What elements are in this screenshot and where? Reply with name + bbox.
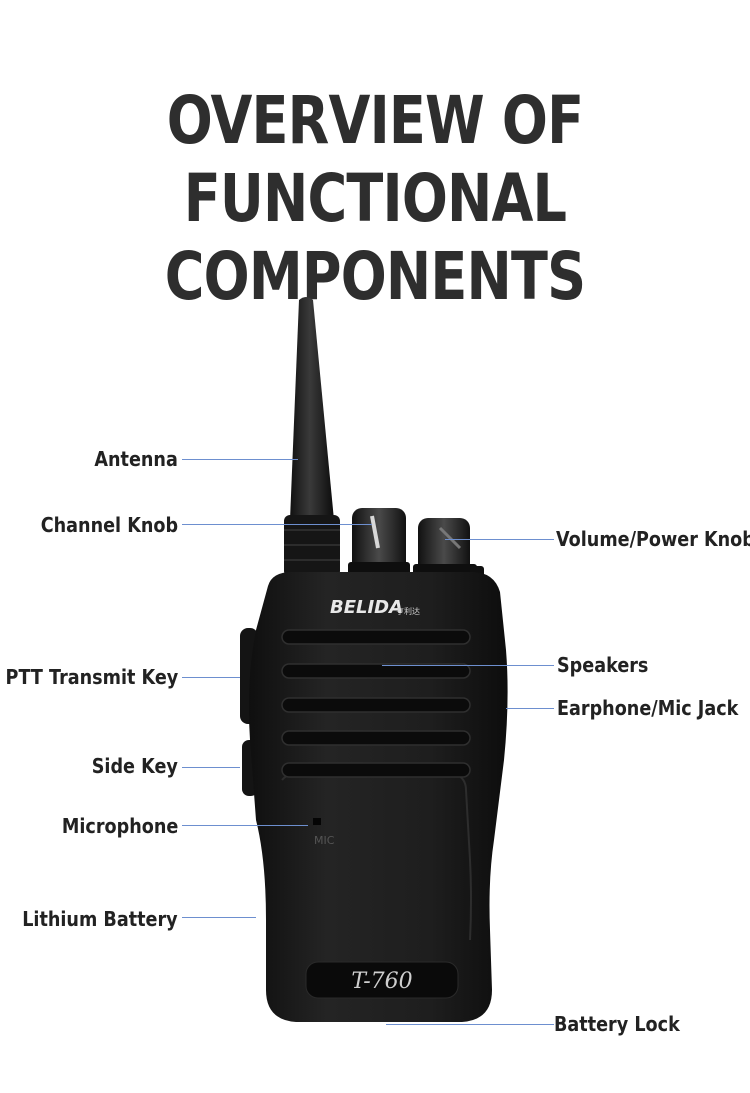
- antenna-part: [284, 297, 340, 577]
- label-ptt-transmit-key: PTT Transmit Key: [5, 665, 178, 689]
- channel-knob-part: [348, 508, 410, 576]
- volume-knob-part: [413, 518, 484, 588]
- label-speakers: Speakers: [557, 653, 649, 677]
- speakers-leader-line: [382, 665, 554, 666]
- label-channel-knob: Channel Knob: [40, 513, 178, 537]
- radio-body: [248, 572, 508, 1022]
- speaker-grille: [281, 629, 471, 778]
- label-earphone-mic-jack: Earphone/Mic Jack: [557, 696, 739, 720]
- title-line-2: FUNCTIONAL COMPONENTS: [164, 160, 586, 315]
- label-lithium-battery: Lithium Battery: [22, 907, 178, 931]
- label-side-key: Side Key: [91, 754, 178, 778]
- battery-lock-leader-line: [386, 1024, 554, 1025]
- mic-marking: MIC: [314, 834, 335, 847]
- antenna-leader-line: [182, 459, 298, 460]
- brand-logo-subtext: 亨利达: [396, 606, 420, 616]
- earphone-jack-leader-line: [506, 708, 554, 709]
- model-plate: [305, 961, 459, 999]
- brand-logo: BELIDA: [330, 597, 403, 618]
- label-microphone: Microphone: [61, 814, 178, 838]
- microphone-leader-line: [182, 825, 308, 826]
- lithium-battery-leader-line: [182, 917, 256, 918]
- volume-knob-leader-line: [445, 539, 554, 540]
- model-label: T-760: [351, 969, 412, 994]
- microphone-hole: [313, 818, 321, 825]
- label-volume-power-knob: Volume/Power Knob: [556, 527, 750, 551]
- ptt-leader-line: [182, 677, 240, 678]
- side-key-leader-line: [182, 767, 240, 768]
- label-battery-lock: Battery Lock: [554, 1012, 680, 1036]
- label-antenna: Antenna: [94, 447, 178, 471]
- title-line-1: OVERVIEW OF: [166, 82, 584, 159]
- channel-knob-leader-line: [182, 524, 372, 525]
